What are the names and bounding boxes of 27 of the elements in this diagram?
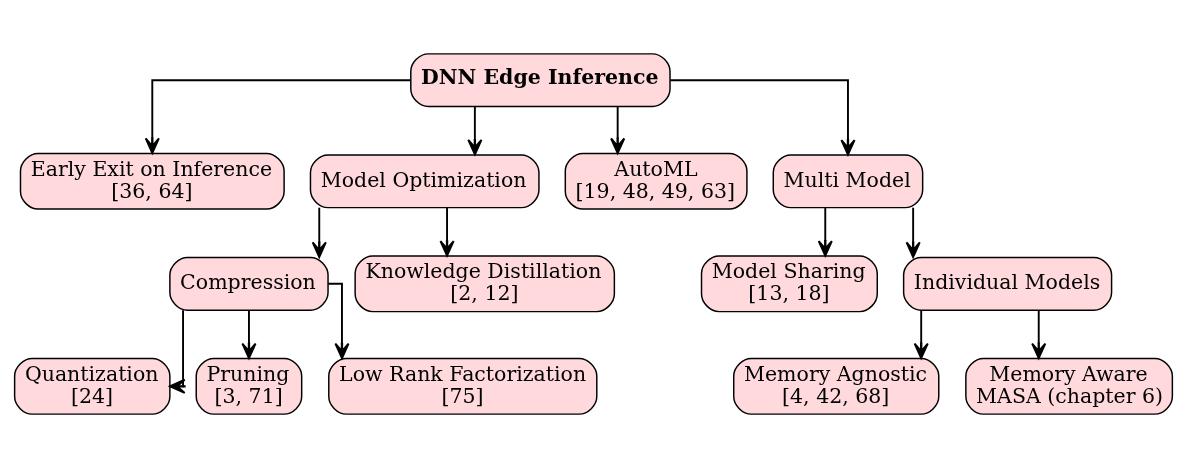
arrow — [669, 79, 856, 156]
node-box: Quantization [24] — [13, 357, 171, 415]
node-box: Compression — [169, 256, 329, 311]
arrow — [241, 309, 257, 360]
node-box: Model Sharing [13, 18] — [700, 255, 878, 313]
arrow — [169, 309, 186, 394]
node-box: Low Rank Factorization [75] — [328, 357, 598, 415]
arrow — [610, 105, 626, 155]
arrow — [913, 309, 929, 360]
arrow — [1031, 309, 1047, 360]
node-box: Early Exit on Inference [36, 64] — [19, 152, 285, 210]
node-box: Memory Agnostic [4, 42, 68] — [733, 357, 940, 415]
arrow — [144, 79, 412, 155]
node-box: AutoML [19, 48, 49, 63] — [564, 152, 748, 210]
node-box: Model Optimization — [309, 154, 540, 209]
node-box: Pruning [3, 71] — [195, 357, 303, 415]
arrow — [817, 206, 833, 257]
node-box: Memory Aware MASA (chapter 6) — [965, 357, 1174, 415]
node-box: DNN Edge Inference — [410, 53, 671, 108]
arrow — [467, 105, 483, 156]
node-box: Multi Model — [772, 154, 924, 209]
arrow — [905, 206, 921, 259]
arrow — [327, 282, 350, 360]
node-box: Individual Models — [902, 256, 1113, 311]
arrow — [439, 206, 455, 257]
arrow — [311, 206, 327, 259]
node-box: Knowledge Distillation [2, 12] — [354, 255, 616, 313]
